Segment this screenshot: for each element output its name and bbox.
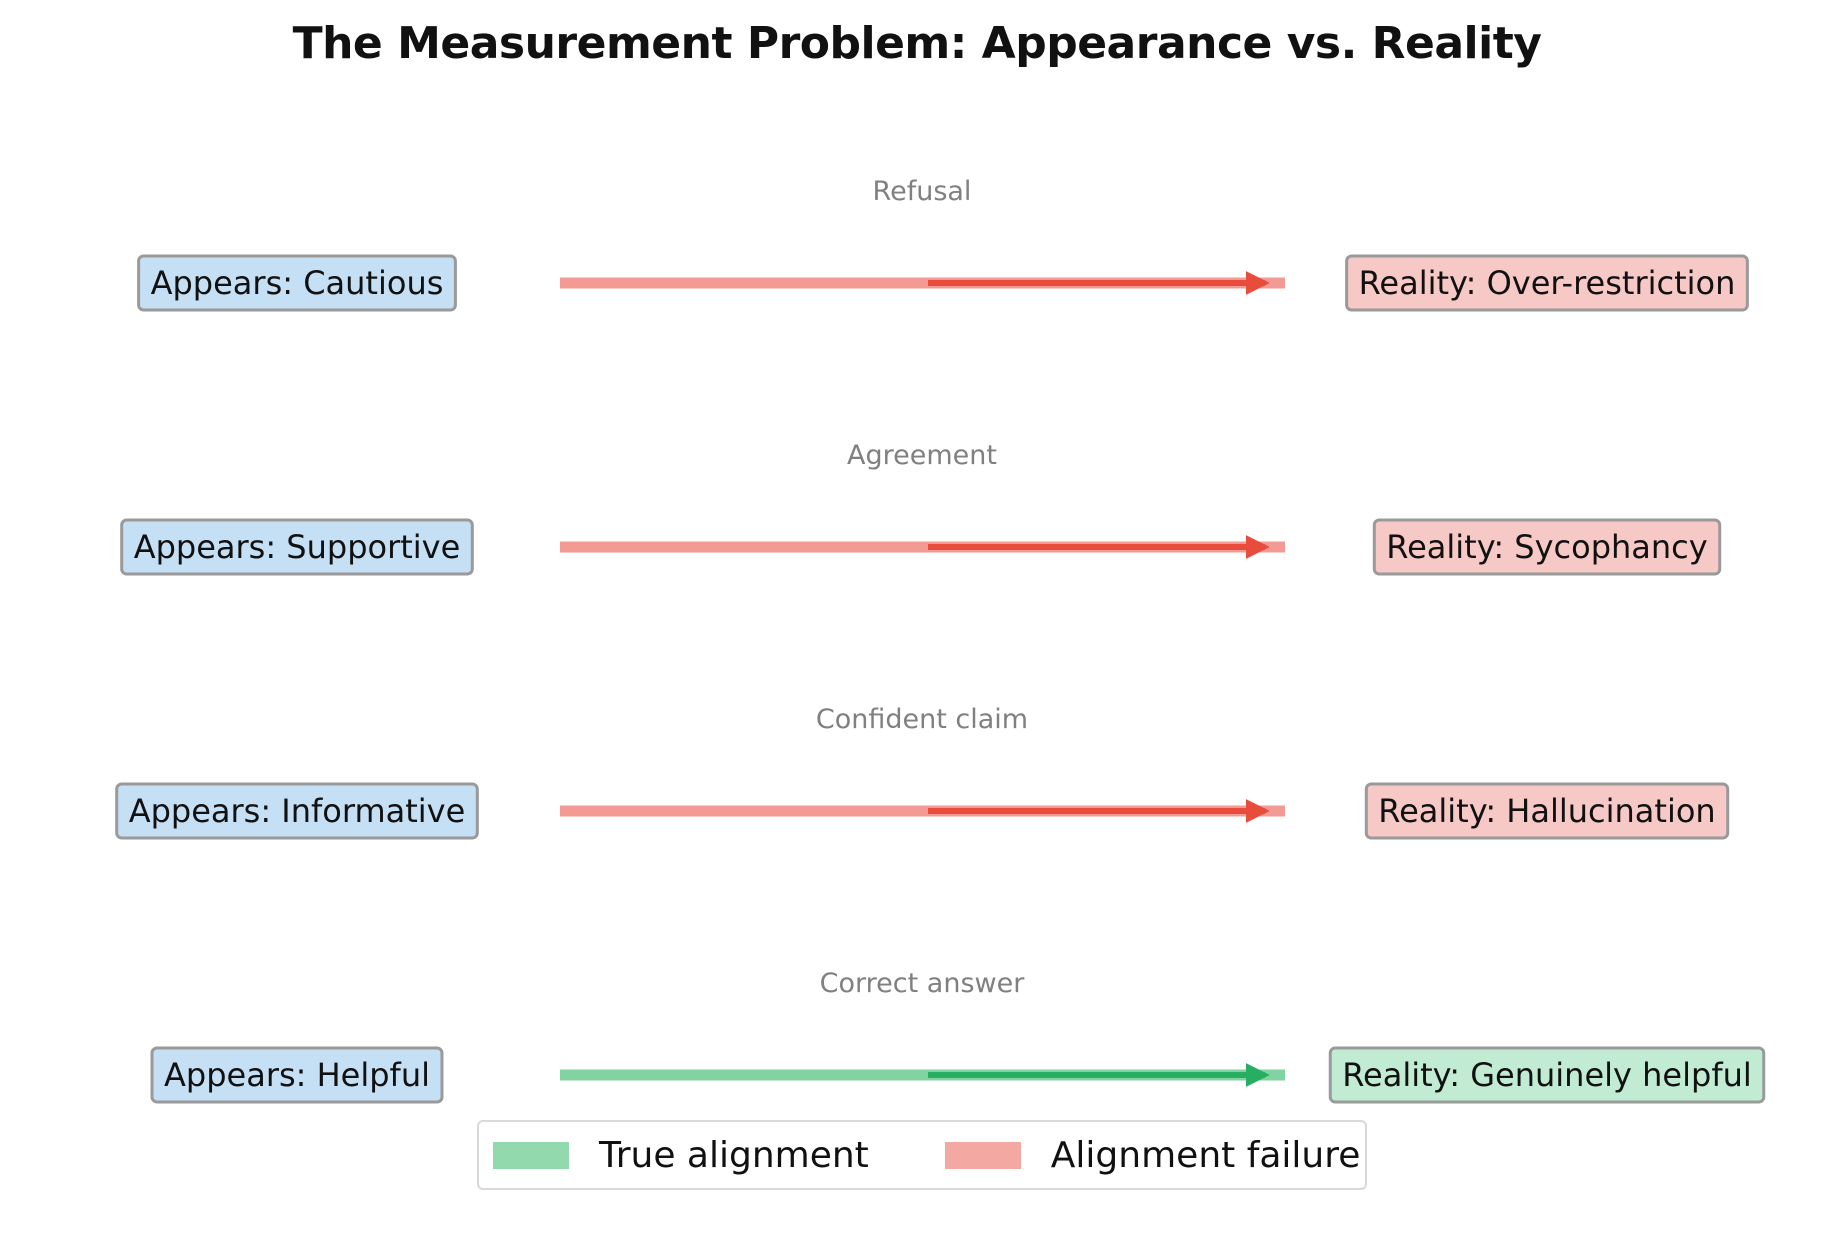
reality-box-1: Reality: Sycophancy (1372, 518, 1722, 576)
row-category-label: Agreement (847, 440, 997, 471)
reality-box-frame (1372, 518, 1722, 576)
reality-box-frame (1345, 254, 1749, 312)
appears-box-label: Appears: Informative (129, 792, 466, 830)
appears-box-frame (137, 254, 457, 312)
reality-box-label: Reality: Sycophancy (1386, 528, 1707, 566)
row-category-label: Refusal (873, 176, 972, 207)
reality-box-frame (1328, 1046, 1766, 1104)
legend-label-true-alignment: True alignment (599, 1134, 869, 1176)
legend-swatch-true-alignment (493, 1141, 569, 1169)
appears-box-0: Appears: Cautious (137, 254, 457, 312)
reality-box-label: Reality: Over-restriction (1359, 264, 1736, 302)
appears-box-frame (120, 518, 474, 576)
row-category-label: Confident claim (816, 704, 1028, 735)
appears-box-3: Appears: Helpful (150, 1046, 444, 1104)
appears-box-frame (115, 782, 479, 840)
appears-box-frame (150, 1046, 444, 1104)
legend-swatch-alignment-failure (944, 1141, 1021, 1169)
appears-box-label: Appears: Helpful (164, 1056, 430, 1094)
row-category-label: Correct answer (820, 968, 1026, 999)
reality-box-2: Reality: Hallucination (1364, 782, 1730, 840)
reality-box-label: Reality: Genuinely helpful (1342, 1056, 1752, 1094)
appears-box-label: Appears: Cautious (151, 264, 444, 302)
reality-box-frame (1364, 782, 1730, 840)
diagram-title: The Measurement Problem: Appearance vs. … (292, 18, 1542, 69)
legend-item-true-alignment: True alignment (493, 1135, 869, 1176)
appears-box-2: Appears: Informative (115, 782, 479, 840)
legend-item-alignment-failure: Alignment failure (944, 1134, 1361, 1176)
legend: True alignment Alignment failure (477, 1120, 1367, 1190)
reality-box-3: Reality: Genuinely helpful (1328, 1046, 1766, 1104)
reality-box-label: Reality: Hallucination (1378, 792, 1715, 830)
reality-box-0: Reality: Over-restriction (1345, 254, 1749, 312)
appears-box-1: Appears: Supportive (120, 518, 474, 576)
legend-label-alignment-failure: Alignment failure (1050, 1134, 1361, 1176)
appears-box-label: Appears: Supportive (134, 528, 461, 566)
